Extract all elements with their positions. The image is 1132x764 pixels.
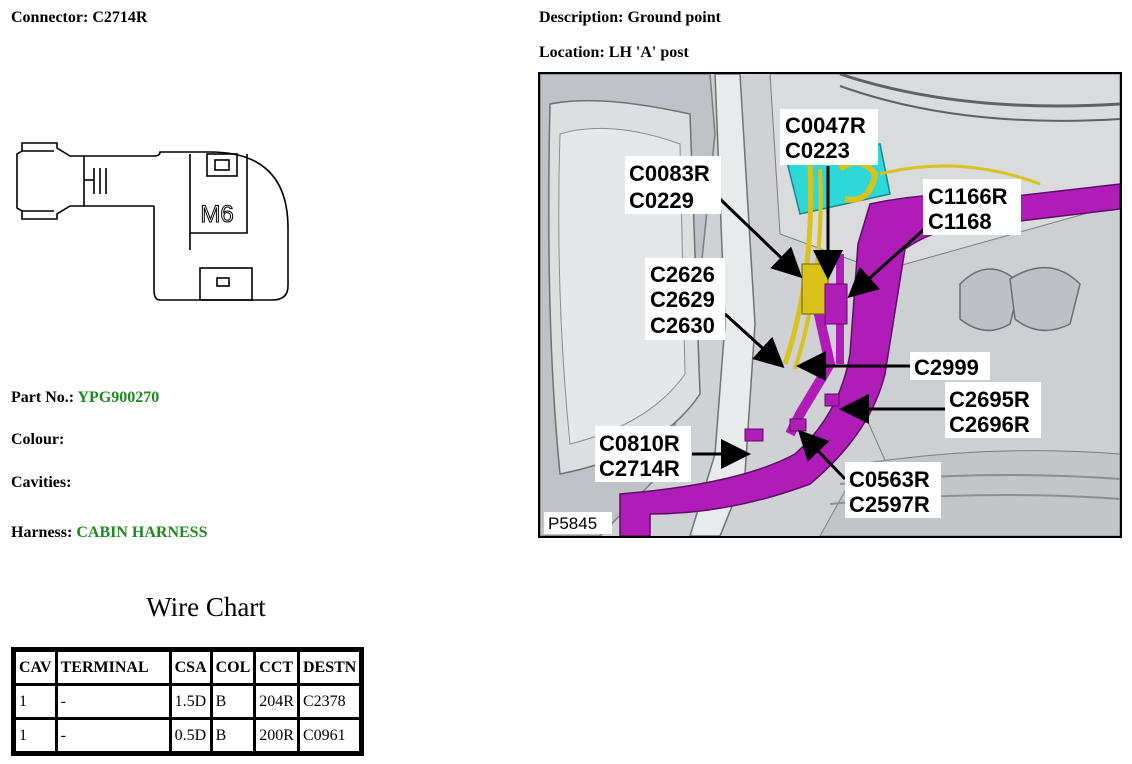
description-value: Ground point [627,9,721,26]
location-illustration-svg: C0047R C0223 C0083R C0229 C1166R C1168 C… [540,74,1120,536]
location-line: Location: LH 'A' post [539,44,689,62]
table-row: 1 - 1.5D B 204R C2378 [16,686,360,717]
connector-drawing: M6 [16,142,289,301]
illustration-ref-code: P5845 [548,514,597,533]
column-header-cct: CCT [256,652,297,683]
location-value: LH 'A' post [608,44,689,61]
harness-label: Harness: [11,524,73,541]
callout-c1166r: C1166R [928,184,1008,209]
description-label: Description: [539,9,624,26]
callout-c2626: C2626 [650,262,715,287]
cavities-label: Cavities: [11,474,72,491]
callout-c2999: C2999 [914,355,979,380]
connector-value: C2714R [92,9,148,26]
wire-chart-table: CAV TERMINAL CSA COL CCT DESTN 1 - 1.5D … [11,647,365,756]
cell-destn[interactable]: C0961 [299,720,360,751]
connector-callouts: C0047R C0223 C0083R C0229 C1166R C1168 C… [599,113,1030,517]
cell-csa: 1.5D [171,686,210,717]
connector-label: Connector: [11,9,89,26]
wire-chart-title: Wire Chart [146,592,266,622]
cell-cav: 1 [16,686,55,717]
column-header-terminal: TERMINAL [57,652,169,683]
part-label: Part No.: [11,389,75,406]
cell-terminal: - [57,720,169,751]
table-header-row: CAV TERMINAL CSA COL CCT DESTN [16,652,360,683]
cell-csa: 0.5D [171,720,210,751]
cell-destn[interactable]: C2378 [299,686,360,717]
colour-label: Colour: [11,431,65,448]
callout-c2630: C2630 [650,313,715,338]
part-number-line: Part No.: YPG900270 [11,389,159,407]
cell-terminal: - [57,686,169,717]
cell-cct: 200R [256,720,297,751]
callout-c2695r: C2695R [949,387,1030,412]
callout-c0223: C0223 [785,138,850,163]
callout-c0563r: C0563R [849,467,930,492]
callout-c1168: C1168 [928,209,992,234]
column-header-col: COL [212,652,254,683]
column-header-csa: CSA [171,652,210,683]
harness-line: Harness: CABIN HARNESS [11,524,207,542]
connector-marking: M6 [200,201,233,228]
part-value[interactable]: YPG900270 [77,389,160,406]
cell-col: B [212,686,254,717]
cell-cav: 1 [16,720,55,751]
callout-c0083r: C0083R [629,161,710,186]
cell-cct: 204R [256,686,297,717]
harness-value[interactable]: CABIN HARNESS [76,524,208,541]
location-illustration: C0047R C0223 C0083R C0229 C1166R C1168 C… [538,72,1122,538]
cell-col: B [212,720,254,751]
location-label: Location: [539,44,605,61]
callout-c0229: C0229 [629,188,694,213]
description-line: Description: Ground point [539,9,721,27]
callout-c2696r: C2696R [949,412,1030,437]
callout-c0047r: C0047R [785,113,866,138]
callout-c2714r: C2714R [599,456,680,481]
callout-c0810r: C0810R [599,431,680,456]
callout-c2597r: C2597R [849,492,930,517]
callout-c2629: C2629 [650,287,715,312]
column-header-cav: CAV [16,652,55,683]
table-row: 1 - 0.5D B 200R C0961 [16,720,360,751]
column-header-destn: DESTN [299,652,360,683]
connector-heading: Connector: C2714R [11,9,147,27]
